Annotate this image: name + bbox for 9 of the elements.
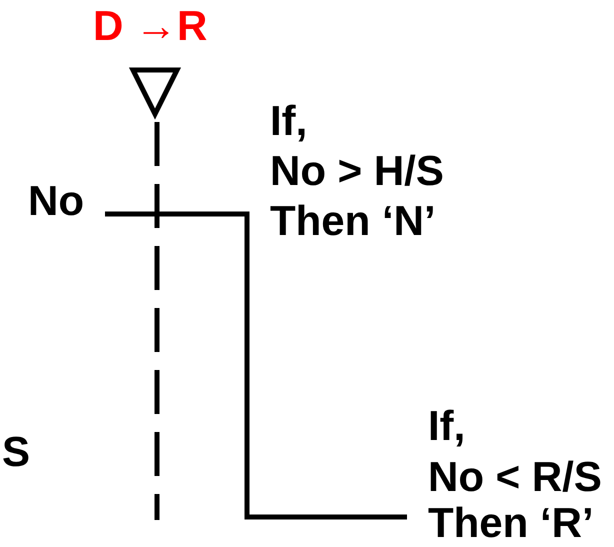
condition-text: Then ‘R’	[428, 499, 594, 547]
condition-text: No > H/S	[270, 147, 444, 195]
heading: D →R	[93, 2, 208, 50]
line-label: No	[28, 177, 84, 225]
side-label: S	[2, 428, 30, 476]
condition-text: Then ‘N’	[270, 197, 436, 245]
condition-text: If,	[428, 402, 466, 450]
condition-text: No < R/S	[428, 453, 602, 501]
condition-text: If,	[270, 97, 308, 145]
